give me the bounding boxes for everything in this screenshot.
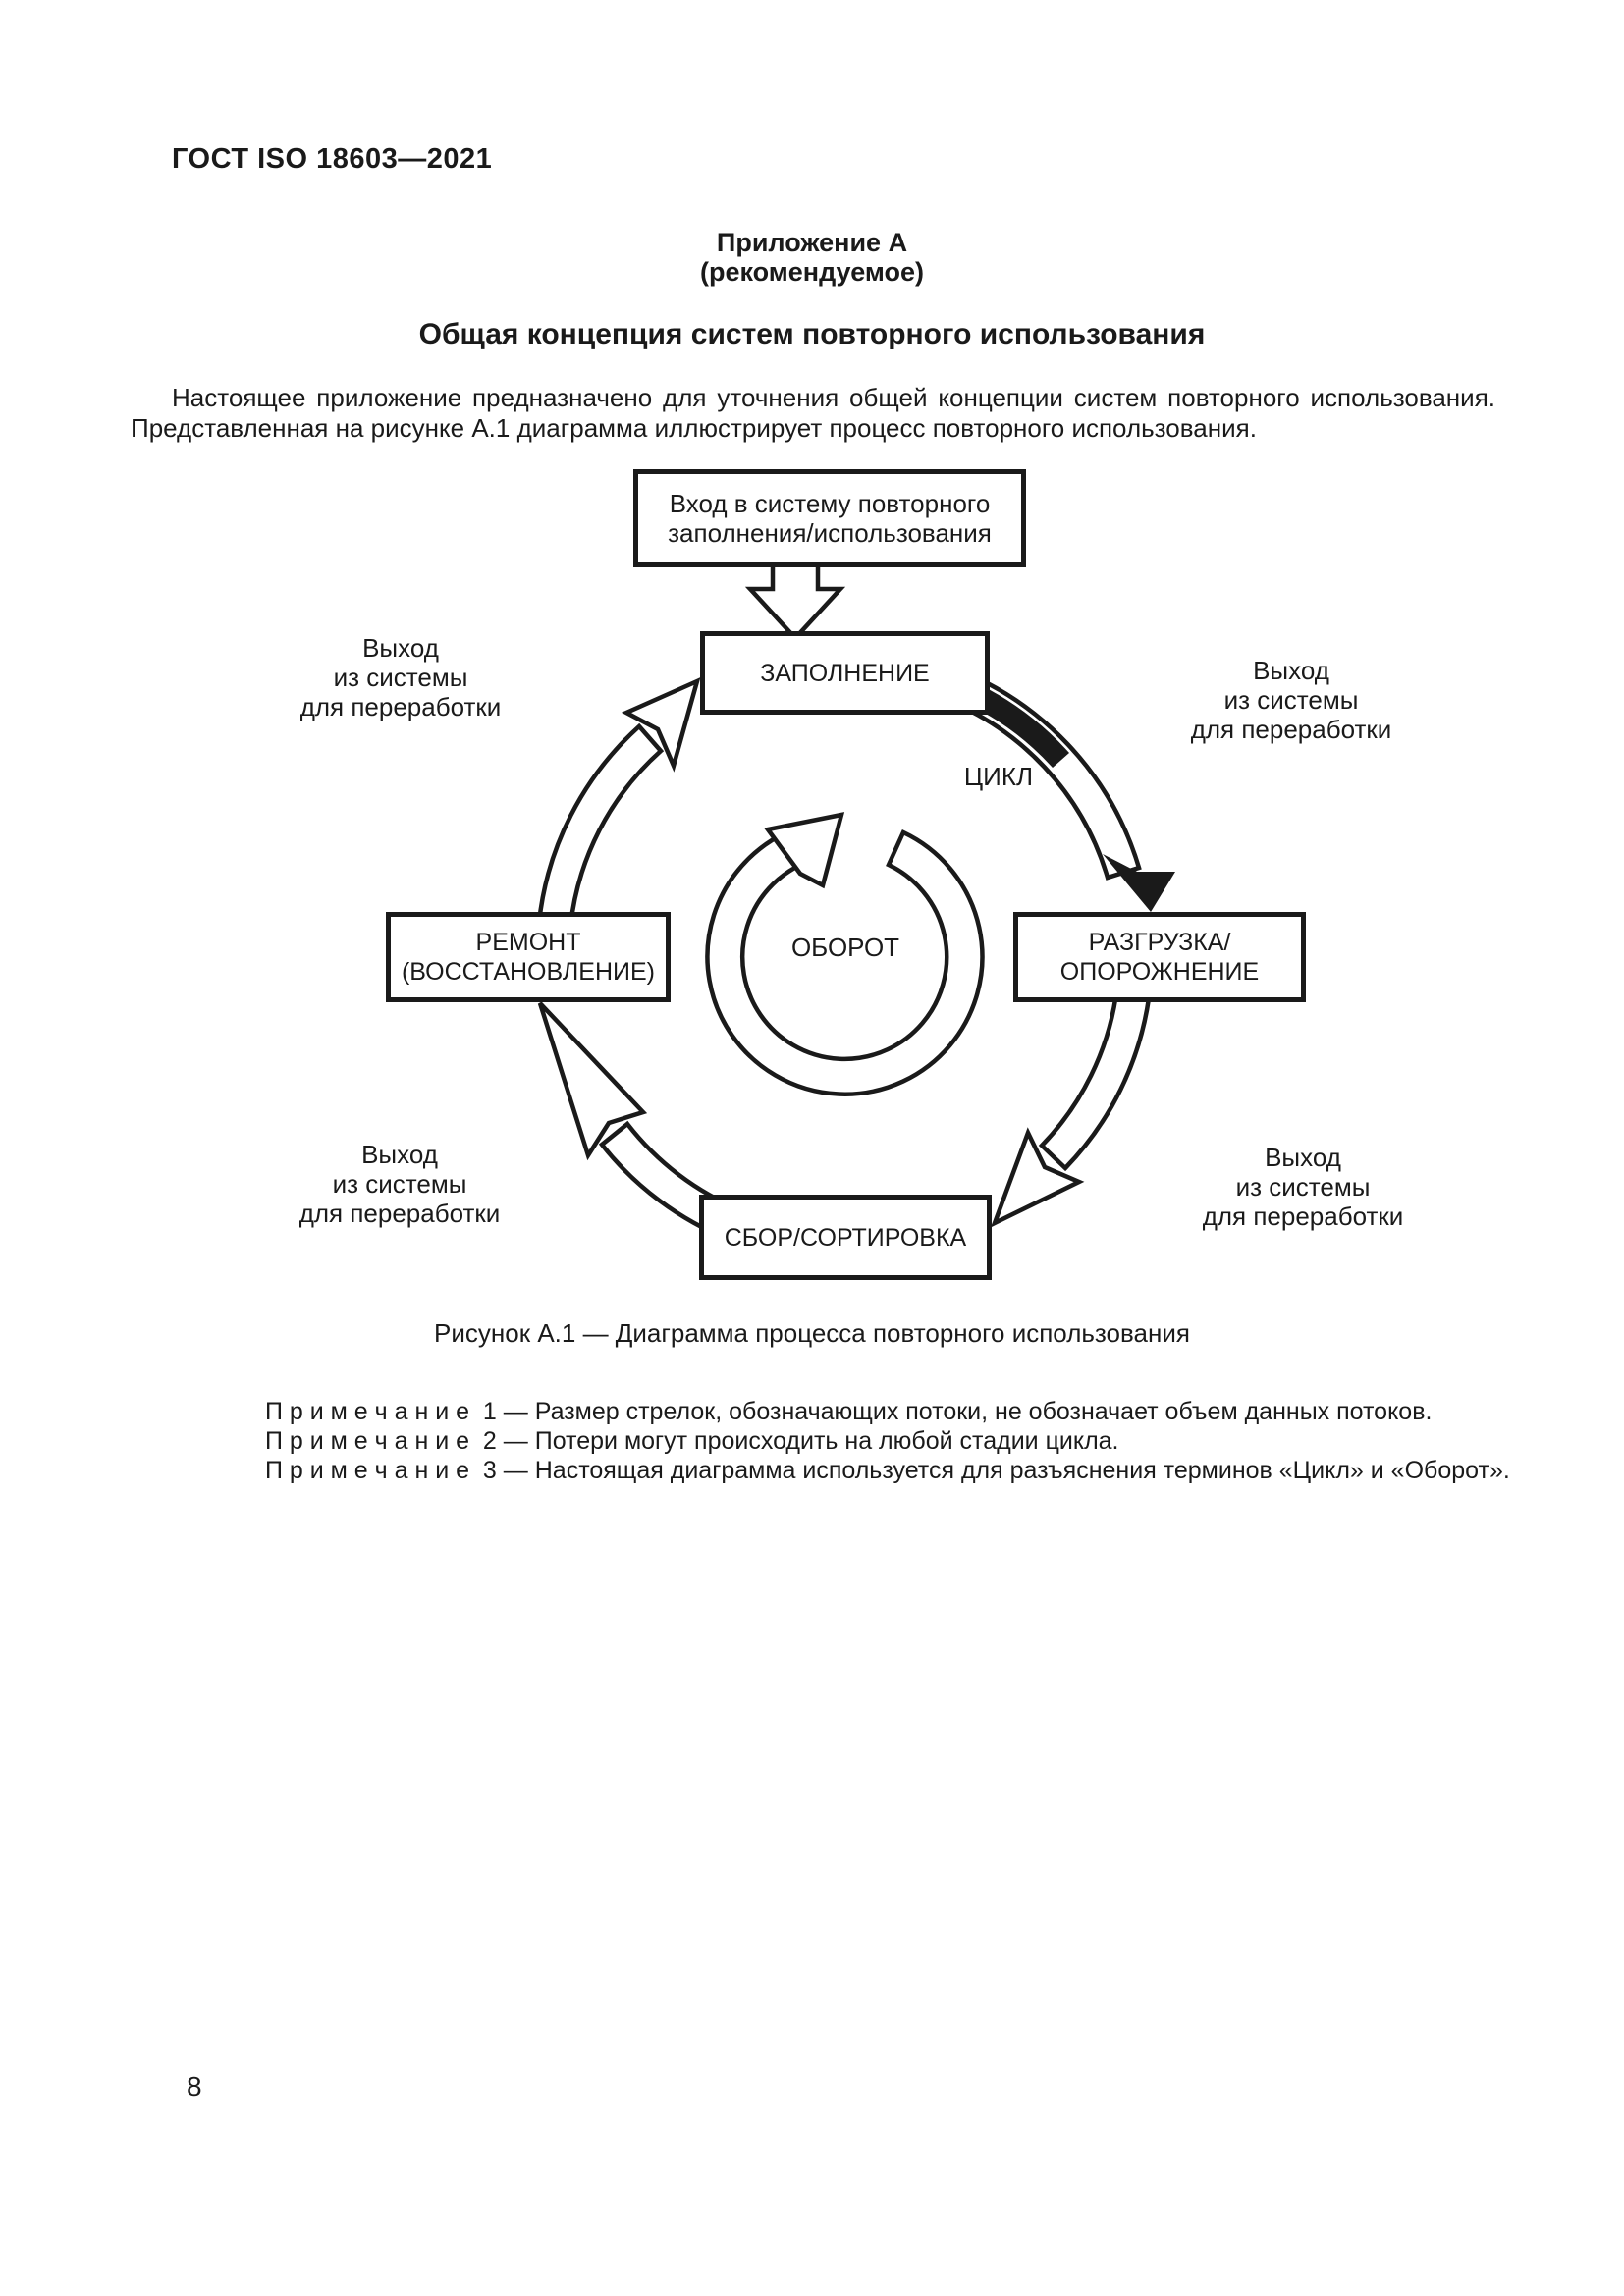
note-2: П р и м е ч а н и е 2 — Потери могут про… <box>265 1427 1119 1455</box>
exit-label-line: для переработки <box>299 692 502 721</box>
exit-label-line: из системы <box>1223 685 1359 715</box>
appendix-subtitle: (рекомендуемое) <box>700 257 924 287</box>
stage-box-repair-line-2: (ВОССТАНОВЛЕНИЕ) <box>401 958 655 986</box>
exit-label-line: Выход <box>1253 656 1329 685</box>
stage-box-repair-line-1: РЕМОНТ <box>475 929 581 956</box>
exit-label-line: для переработки <box>1190 715 1392 744</box>
rotation-ring <box>705 825 985 1096</box>
figure-caption: Рисунок А.1 — Диаграмма процесса повторн… <box>434 1318 1190 1348</box>
stage-box-discharge-line-1: РАЗГРУЗКА/ <box>1088 929 1231 956</box>
entry-box-line-2: заполнения/использования <box>668 518 992 548</box>
cycle-flow-black-band <box>967 683 1069 768</box>
exit-label-line: для переработки <box>298 1199 501 1228</box>
stage-box-discharge-line-2: ОПОРОЖНЕНИЕ <box>1059 958 1260 986</box>
exit-label-top-right: Выход из системы для переработки <box>1144 656 1438 744</box>
entry-box-line-1: Вход в систему повторного <box>669 489 991 518</box>
exit-label-line: для переработки <box>1202 1201 1404 1231</box>
stage-box-filling-label: ЗАПОЛНЕНИЕ <box>760 659 930 687</box>
entry-arrow-icon <box>744 559 846 642</box>
stage-box-collection: СБОР/СОРТИРОВКА <box>699 1195 992 1280</box>
arrowhead-into-collect-icon <box>990 1127 1085 1228</box>
intro-paragraph-line-2: Представленная на рисунке А.1 диаграмма … <box>131 413 1257 443</box>
exit-label-bottom-left: Выход из системы для переработки <box>252 1140 547 1228</box>
cycle-label: ЦИКЛ <box>963 762 1034 791</box>
stage-box-filling: ЗАПОЛНЕНИЕ <box>700 631 990 715</box>
arrowhead-into-repair-icon <box>537 1001 648 1161</box>
rotation-ring-arrowhead-icon <box>764 812 845 889</box>
cycle-flow-black-arrowhead-icon <box>1103 854 1175 912</box>
stage-box-collection-label: СБОР/СОРТИРОВКА <box>724 1223 967 1252</box>
exit-label-line: из системы <box>332 1169 467 1199</box>
appendix-title: Приложение А <box>716 228 908 257</box>
exit-label-top-left: Выход из системы для переработки <box>253 633 548 721</box>
entry-box: Вход в систему повторного заполнения/исп… <box>633 469 1026 567</box>
stage-box-discharge: РАЗГРУЗКА/ ОПОРОЖНЕНИЕ <box>1013 912 1306 1002</box>
stage-box-repair: РЕМОНТ (ВОССТАНОВЛЕНИЕ) <box>386 912 671 1002</box>
exit-label-line: Выход <box>361 1140 438 1169</box>
exit-label-bottom-right: Выход из системы для переработки <box>1156 1143 1450 1231</box>
exit-label-line: Выход <box>362 633 439 663</box>
doc-number: ГОСТ ISO 18603—2021 <box>172 143 493 175</box>
arc-repair-to-fill <box>536 722 665 930</box>
exit-label-line: Выход <box>1265 1143 1341 1172</box>
note-3: П р и м е ч а н и е 3 — Настоящая диагра… <box>265 1457 1510 1484</box>
page-number: 8 <box>187 2071 202 2102</box>
note-1: П р и м е ч а н и е 1 — Размер стрелок, … <box>265 1398 1433 1425</box>
section-heading: Общая концепция систем повторного исполь… <box>418 318 1206 350</box>
arc-discharge-to-collect <box>1038 990 1152 1172</box>
arrowhead-into-fill-icon <box>621 677 701 773</box>
intro-paragraph-line-1: Настоящее приложение предназначено для у… <box>172 383 1495 412</box>
turn-label: ОБОРОТ <box>790 933 900 962</box>
exit-label-line: из системы <box>1235 1172 1371 1201</box>
exit-label-line: из системы <box>333 663 468 692</box>
